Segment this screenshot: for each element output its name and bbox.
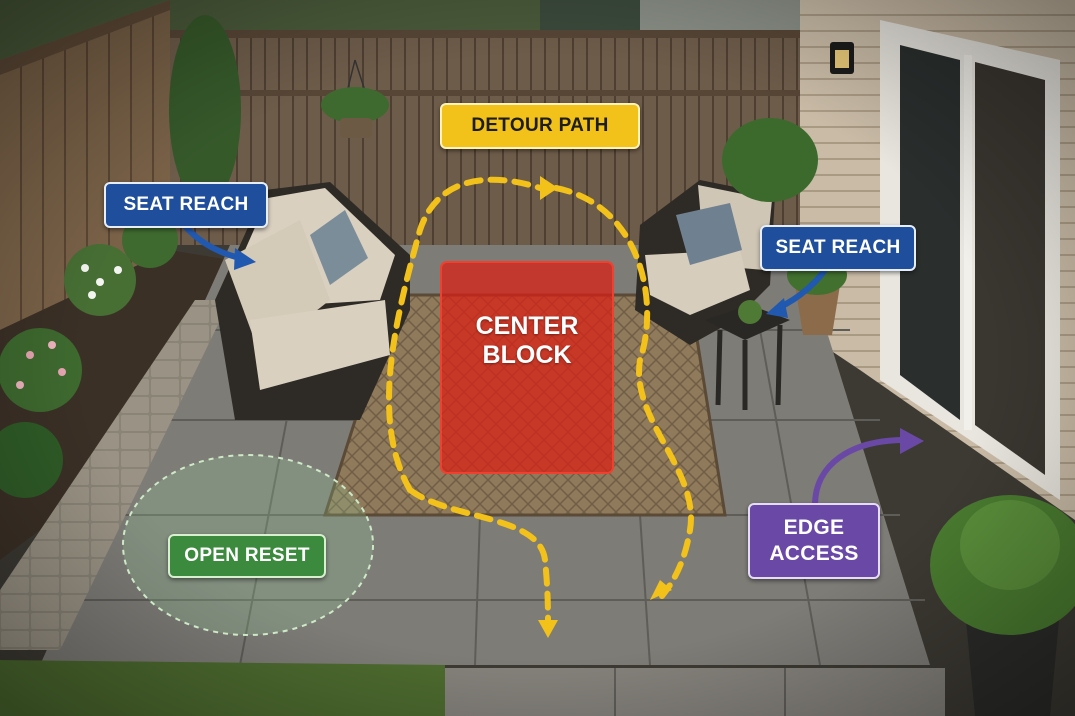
open-reset-label: OPEN RESET [168,534,326,578]
seat-reach-label-right: SEAT REACH [760,225,916,271]
detour-path-label: DETOUR PATH [440,103,640,149]
seat-reach-arrowhead-right [766,298,788,318]
center-block-zone [440,261,614,474]
seat-reach-arrowhead-left [234,248,256,270]
edge-access-arrow [812,437,908,508]
detour-path-arrows [386,176,694,627]
center-block-label: CENTER BLOCK [475,312,579,369]
edge-access-label: EDGE ACCESS [748,503,880,579]
edge-access-arrowhead [900,428,924,454]
detour-arrowhead-bottom [538,620,558,638]
detour-arrowhead-top [540,176,558,200]
seat-reach-label-left: SEAT REACH [104,182,268,228]
detour-arrowhead-right [650,580,672,600]
arrowheads [538,176,672,638]
